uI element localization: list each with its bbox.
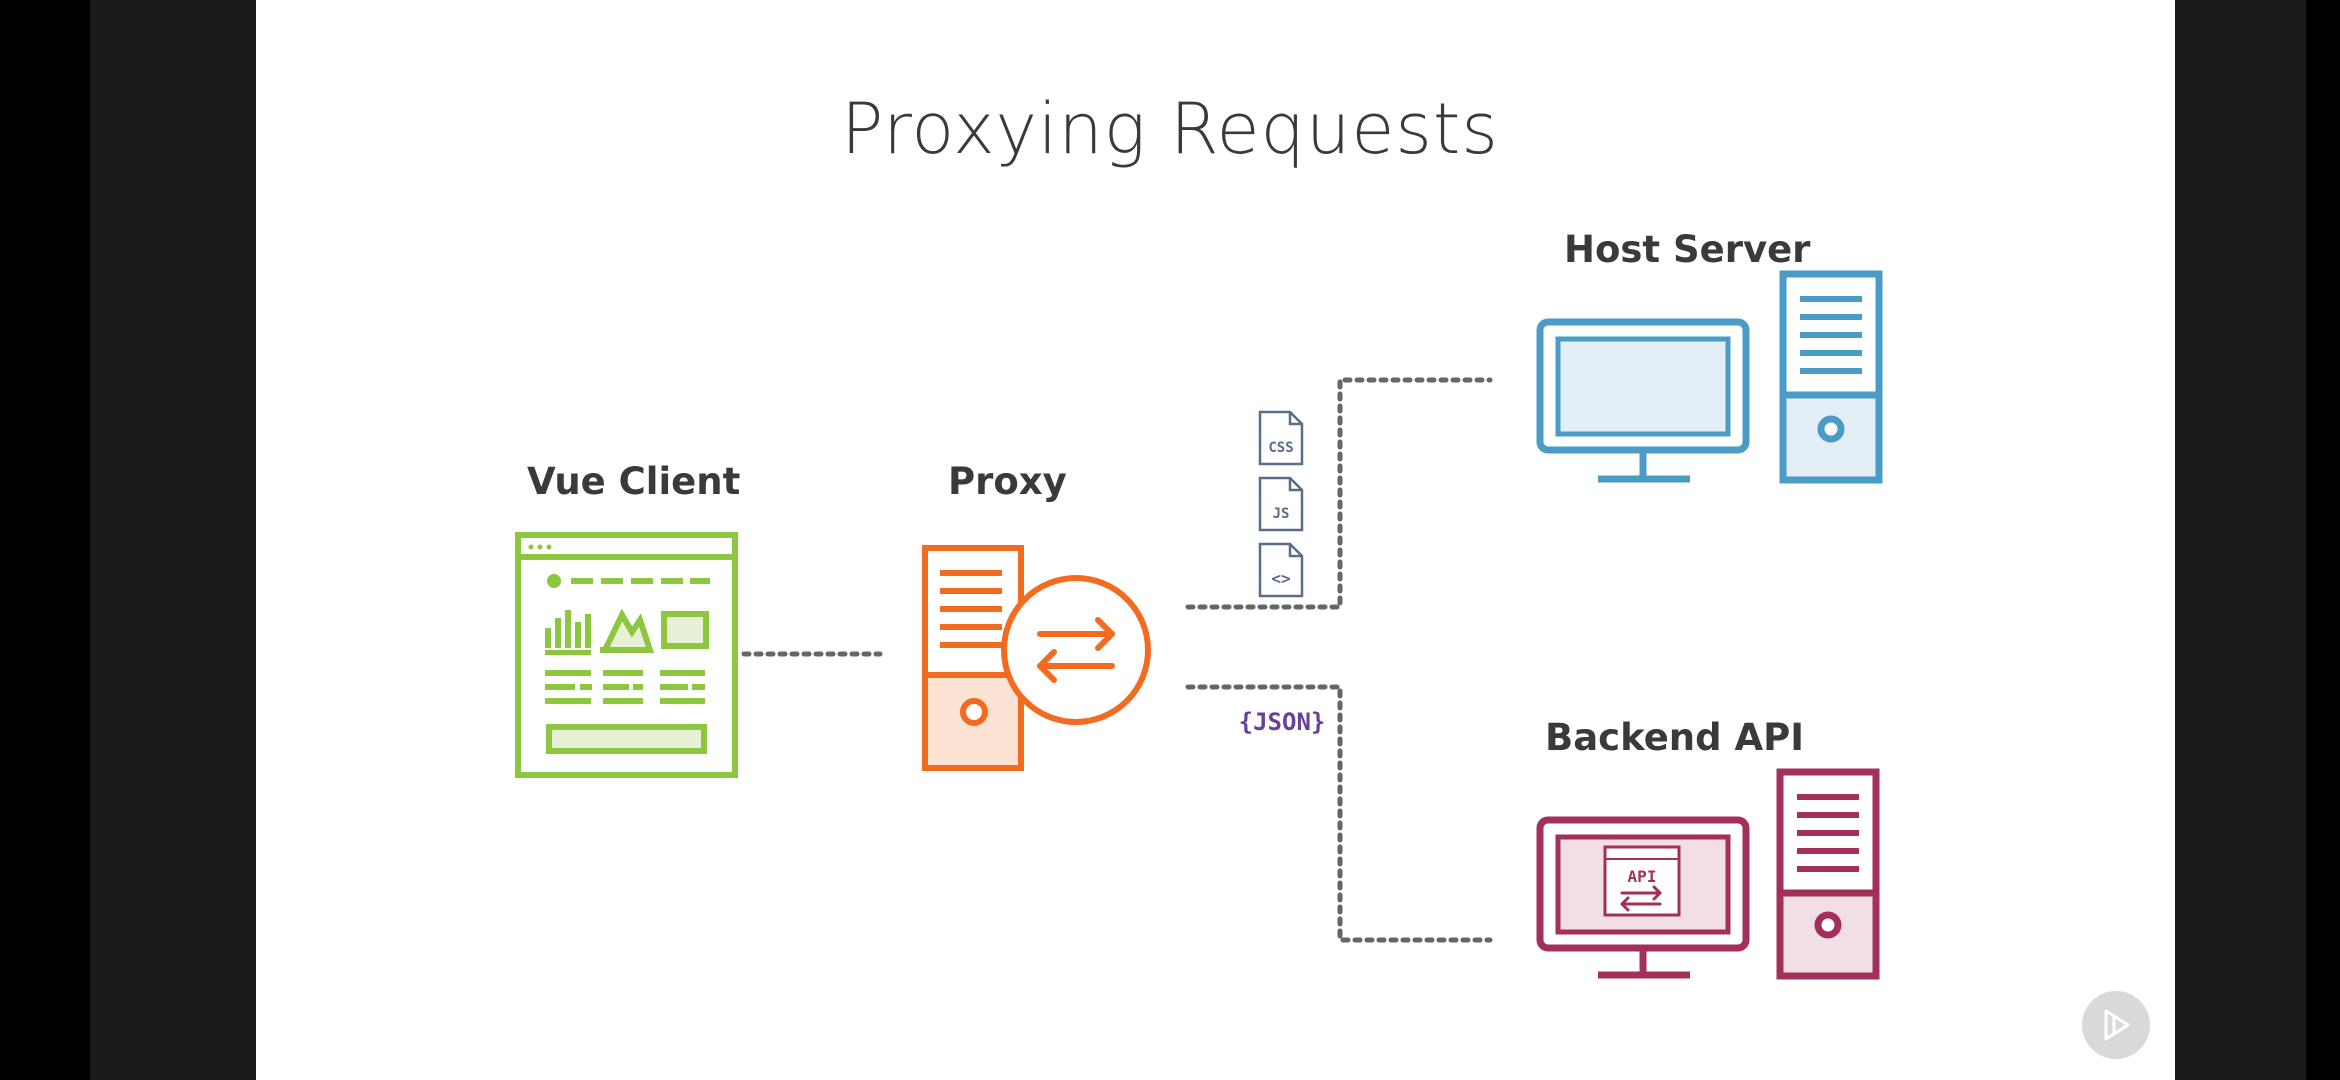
left-pillar	[90, 0, 256, 1080]
backend-api-label: Backend API	[1545, 716, 1805, 759]
connectors	[741, 377, 1493, 943]
connector-proxy-backend	[1185, 684, 1493, 943]
right-letterbox	[2306, 0, 2340, 1080]
host-server-icon	[1536, 270, 1883, 484]
host-server-label: Host Server	[1564, 228, 1811, 271]
play-icon	[2104, 1009, 2130, 1041]
backend-api-icon	[1536, 768, 1880, 980]
connector-proxy-host	[1185, 377, 1493, 610]
proxy-label: Proxy	[948, 460, 1067, 503]
vue-client-icon	[515, 532, 738, 778]
left-letterbox	[0, 0, 90, 1080]
html-file-label: <>	[1271, 569, 1290, 588]
file-icons	[1258, 410, 1304, 598]
proxy-server-icon	[922, 545, 1151, 771]
json-badge: {JSON}	[1239, 708, 1326, 736]
js-file-label: JS	[1273, 506, 1290, 522]
play-button[interactable]	[2082, 991, 2150, 1059]
vue-client-label: Vue Client	[527, 460, 741, 503]
js-file-icon	[1258, 476, 1304, 532]
html-file-icon	[1258, 542, 1304, 598]
slide-title: Proxying Requests	[841, 88, 1499, 170]
css-file-label: CSS	[1268, 440, 1293, 456]
right-pillar	[2175, 0, 2306, 1080]
api-screen-label: API	[1628, 867, 1657, 886]
css-file-icon	[1258, 410, 1304, 466]
